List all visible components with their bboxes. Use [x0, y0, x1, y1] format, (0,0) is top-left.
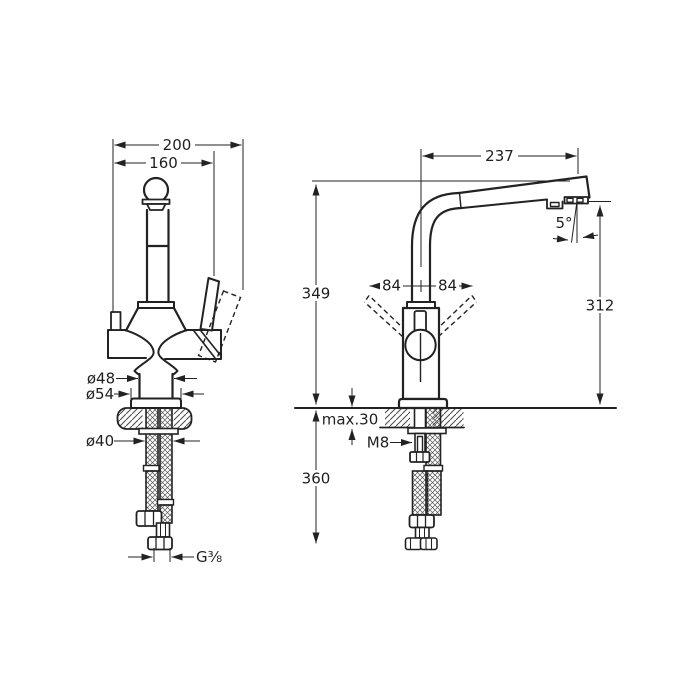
dim-hose-thread-label: G⅜	[196, 548, 222, 566]
dim-body-diameter-label: ø48	[87, 370, 115, 388]
side-handle-swing-dashed	[363, 294, 478, 338]
dim-stud-thread-label: M8	[367, 434, 390, 452]
dim-base-diameter-label: ø54	[86, 385, 114, 403]
front-hose-assembly	[135, 407, 179, 551]
dim-shank-diameter-label: ø40	[86, 432, 114, 450]
side-faucet-outline	[397, 175, 591, 410]
dim-handle-swing-left-label: 84	[382, 277, 401, 295]
front-lever-rotated-dashed	[197, 290, 242, 363]
dim-spout-reach-label: 237	[485, 147, 514, 165]
dim-total-width-label: 200	[163, 136, 192, 154]
side-dimensions: 237 5° 312 349 84 84	[299, 147, 617, 544]
front-faucet-outline	[107, 176, 242, 409]
dim-deck-thickness-label: max.30	[322, 411, 379, 429]
front-view: 200 160 ø48 ø54 ø40 G⅜	[86, 136, 244, 566]
dim-total-height-label: 349	[302, 285, 331, 303]
dim-spout-angle-label: 5°	[555, 214, 572, 232]
dim-spout-height-label: 312	[586, 297, 615, 315]
front-dimensions: 200 160 ø48 ø54 ø40 G⅜	[86, 136, 244, 566]
dim-handle-swing-right-label: 84	[438, 277, 457, 295]
dim-hose-length-label: 360	[302, 470, 331, 488]
side-hose-assembly	[404, 407, 447, 551]
side-view: 237 5° 312 349 84 84	[294, 147, 617, 551]
dim-spout-width-label: 160	[149, 154, 178, 172]
